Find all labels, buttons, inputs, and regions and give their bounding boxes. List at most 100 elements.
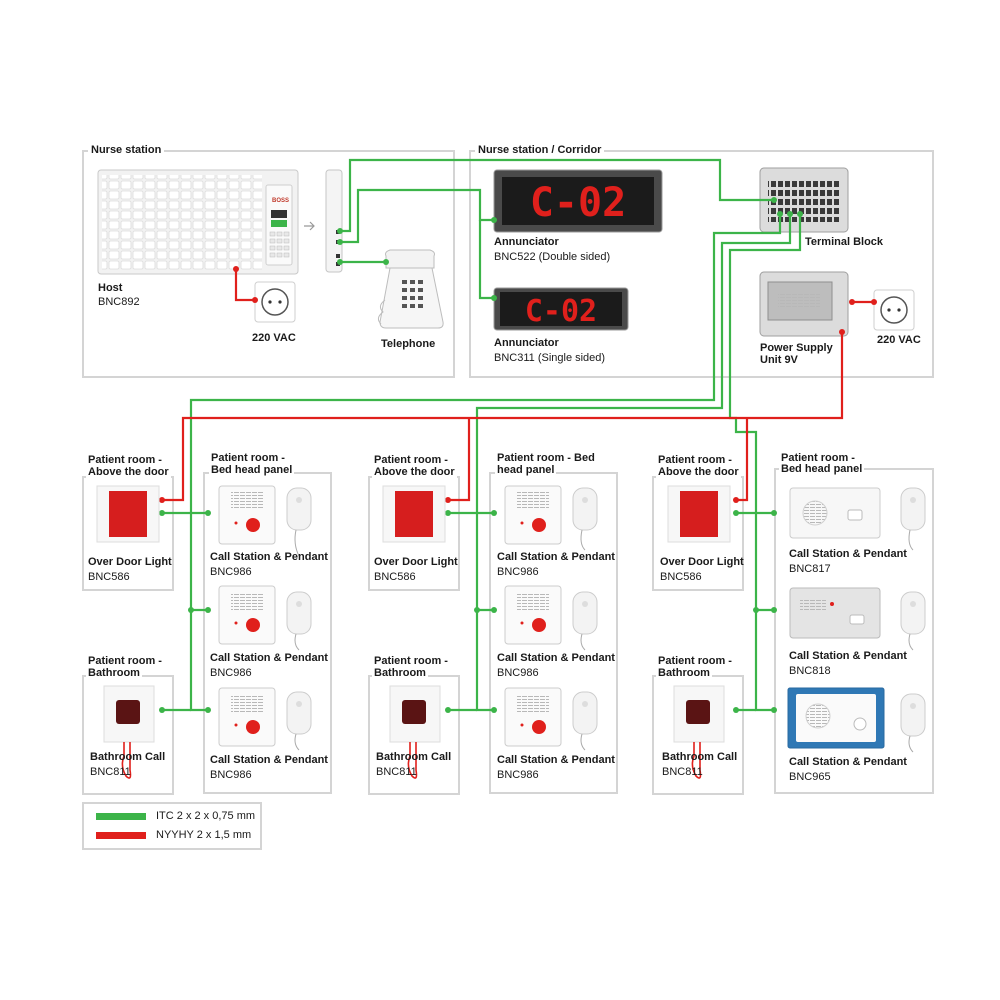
host-panel xyxy=(97,169,299,275)
socket-icon xyxy=(254,281,296,323)
bath-header: Bathroom xyxy=(656,667,712,680)
bath-device-model: BNC811 xyxy=(376,766,417,778)
socket-label: 220 VAC xyxy=(252,332,296,344)
telephone-icon xyxy=(377,249,444,329)
station-model: BNC986 xyxy=(497,769,539,781)
call-station-bnc986 xyxy=(504,687,562,747)
pendant-device xyxy=(572,691,598,751)
call-station-bnc818 xyxy=(789,587,881,639)
legend-swatch-nyyhy xyxy=(96,832,146,839)
station-name: Call Station & Pendant xyxy=(210,652,328,664)
call-station-bnc986 xyxy=(218,485,276,545)
pendant-device xyxy=(286,591,312,651)
bed-header: Patient room - Bed xyxy=(495,452,597,465)
station-name: Call Station & Pendant xyxy=(497,652,615,664)
call-station-bnc986 xyxy=(504,485,562,545)
door-header: Above the door xyxy=(86,466,171,479)
legend-frame xyxy=(82,802,262,850)
station-model: BNC986 xyxy=(210,667,252,679)
bed-header: Patient room - xyxy=(779,452,857,465)
legend-label-itc: ITC 2 x 2 x 0,75 mm xyxy=(156,810,256,822)
bath-device-name: Bathroom Call xyxy=(662,751,738,763)
annunciator-bnc311 xyxy=(493,287,629,331)
station-model: BNC986 xyxy=(497,667,539,679)
station-model: BNC965 xyxy=(789,771,831,783)
bath-device-model: BNC811 xyxy=(90,766,131,778)
corridor-title: Nurse station / Corridor xyxy=(475,143,605,157)
door-header: Above the door xyxy=(656,466,741,479)
station-name: Call Station & Pendant xyxy=(789,650,907,662)
psu-label-line2: Unit 9V xyxy=(760,354,798,366)
telephone-label: Telephone xyxy=(381,338,436,350)
call-station-bnc986 xyxy=(504,585,562,645)
corridor-frame: Nurse station / Corridor xyxy=(469,143,934,378)
power-supply-unit xyxy=(759,271,849,337)
legend-swatch-itc xyxy=(96,813,146,820)
host-name: Host xyxy=(98,282,123,294)
annunciator2-display: C-02 xyxy=(525,294,597,329)
pendant-device xyxy=(286,487,312,557)
station-name: Call Station & Pendant xyxy=(497,754,615,766)
annunciator1-display: C-02 xyxy=(530,180,626,226)
terminal-block-label: Terminal Block xyxy=(805,236,884,248)
bed-header: Bed head panel xyxy=(779,463,865,476)
pendant-device xyxy=(900,487,926,551)
pendant-device xyxy=(900,591,926,651)
bed-header: Bed head panel xyxy=(209,464,295,477)
bath-header: Patient room - xyxy=(656,655,734,668)
door-header: Patient room - xyxy=(656,454,734,467)
door-device-model: BNC586 xyxy=(374,571,416,583)
call-station-bnc965 xyxy=(787,687,885,749)
legend-label-nyyhy: NYYHY 2 x 1,5 mm xyxy=(156,829,252,841)
bath-device-name: Bathroom Call xyxy=(376,751,452,763)
bath-device-model: BNC811 xyxy=(662,766,703,778)
pendant-device xyxy=(572,591,598,651)
station-model: BNC986 xyxy=(210,769,252,781)
bath-header: Bathroom xyxy=(86,667,142,680)
junction-box xyxy=(325,169,343,273)
pendant-device xyxy=(572,487,598,551)
station-name: Call Station & Pendant xyxy=(789,756,907,768)
pendant-device xyxy=(286,691,312,751)
over-door-light xyxy=(667,485,731,543)
door-device-model: BNC586 xyxy=(660,571,702,583)
door-header: Patient room - xyxy=(86,454,164,467)
station-model: BNC817 xyxy=(789,563,831,575)
junction-dots xyxy=(159,197,877,713)
bed-header: Patient room - xyxy=(209,452,287,465)
station-name: Call Station & Pendant xyxy=(789,548,907,560)
station-model: BNC818 xyxy=(789,665,831,677)
pendant-device xyxy=(900,693,926,753)
psu-label-line1: Power Supply xyxy=(760,342,833,354)
door-header: Above the door xyxy=(372,466,457,479)
door-header: Patient room - xyxy=(372,454,450,467)
power-wires xyxy=(162,269,874,502)
annunciator2-model: BNC311 (Single sided) xyxy=(494,352,606,364)
bath-device-name: Bathroom Call xyxy=(90,751,166,763)
host-brand: BOSS xyxy=(272,198,289,204)
door-device-model: BNC586 xyxy=(88,571,130,583)
station-model: BNC986 xyxy=(497,566,539,578)
nurse-station-title: Nurse station xyxy=(88,143,165,157)
socket-label: 220 VAC xyxy=(877,334,921,346)
arrow-icon xyxy=(304,221,315,231)
annunciator-bnc522 xyxy=(493,169,663,233)
over-door-light xyxy=(96,485,160,543)
annunciator1-name: Annunciator xyxy=(494,236,559,248)
call-station-bnc986 xyxy=(218,585,276,645)
host-model: BNC892 xyxy=(98,296,140,308)
annunciator1-model: BNC522 (Double sided) xyxy=(494,251,611,263)
bath-header: Patient room - xyxy=(372,655,450,668)
over-door-light xyxy=(382,485,446,543)
door-device-name: Over Door Light xyxy=(88,556,172,568)
socket-icon xyxy=(873,289,915,331)
call-station-bnc817 xyxy=(789,487,881,539)
annunciator2-name: Annunciator xyxy=(494,337,559,349)
station-name: Call Station & Pendant xyxy=(210,551,328,563)
call-station-bnc986 xyxy=(218,687,276,747)
bathroom-call-device xyxy=(103,685,155,779)
station-name: Call Station & Pendant xyxy=(497,551,615,563)
station-model: BNC986 xyxy=(210,566,252,578)
bath-header: Patient room - xyxy=(86,655,164,668)
nurse-station-frame: Nurse station xyxy=(82,143,455,378)
